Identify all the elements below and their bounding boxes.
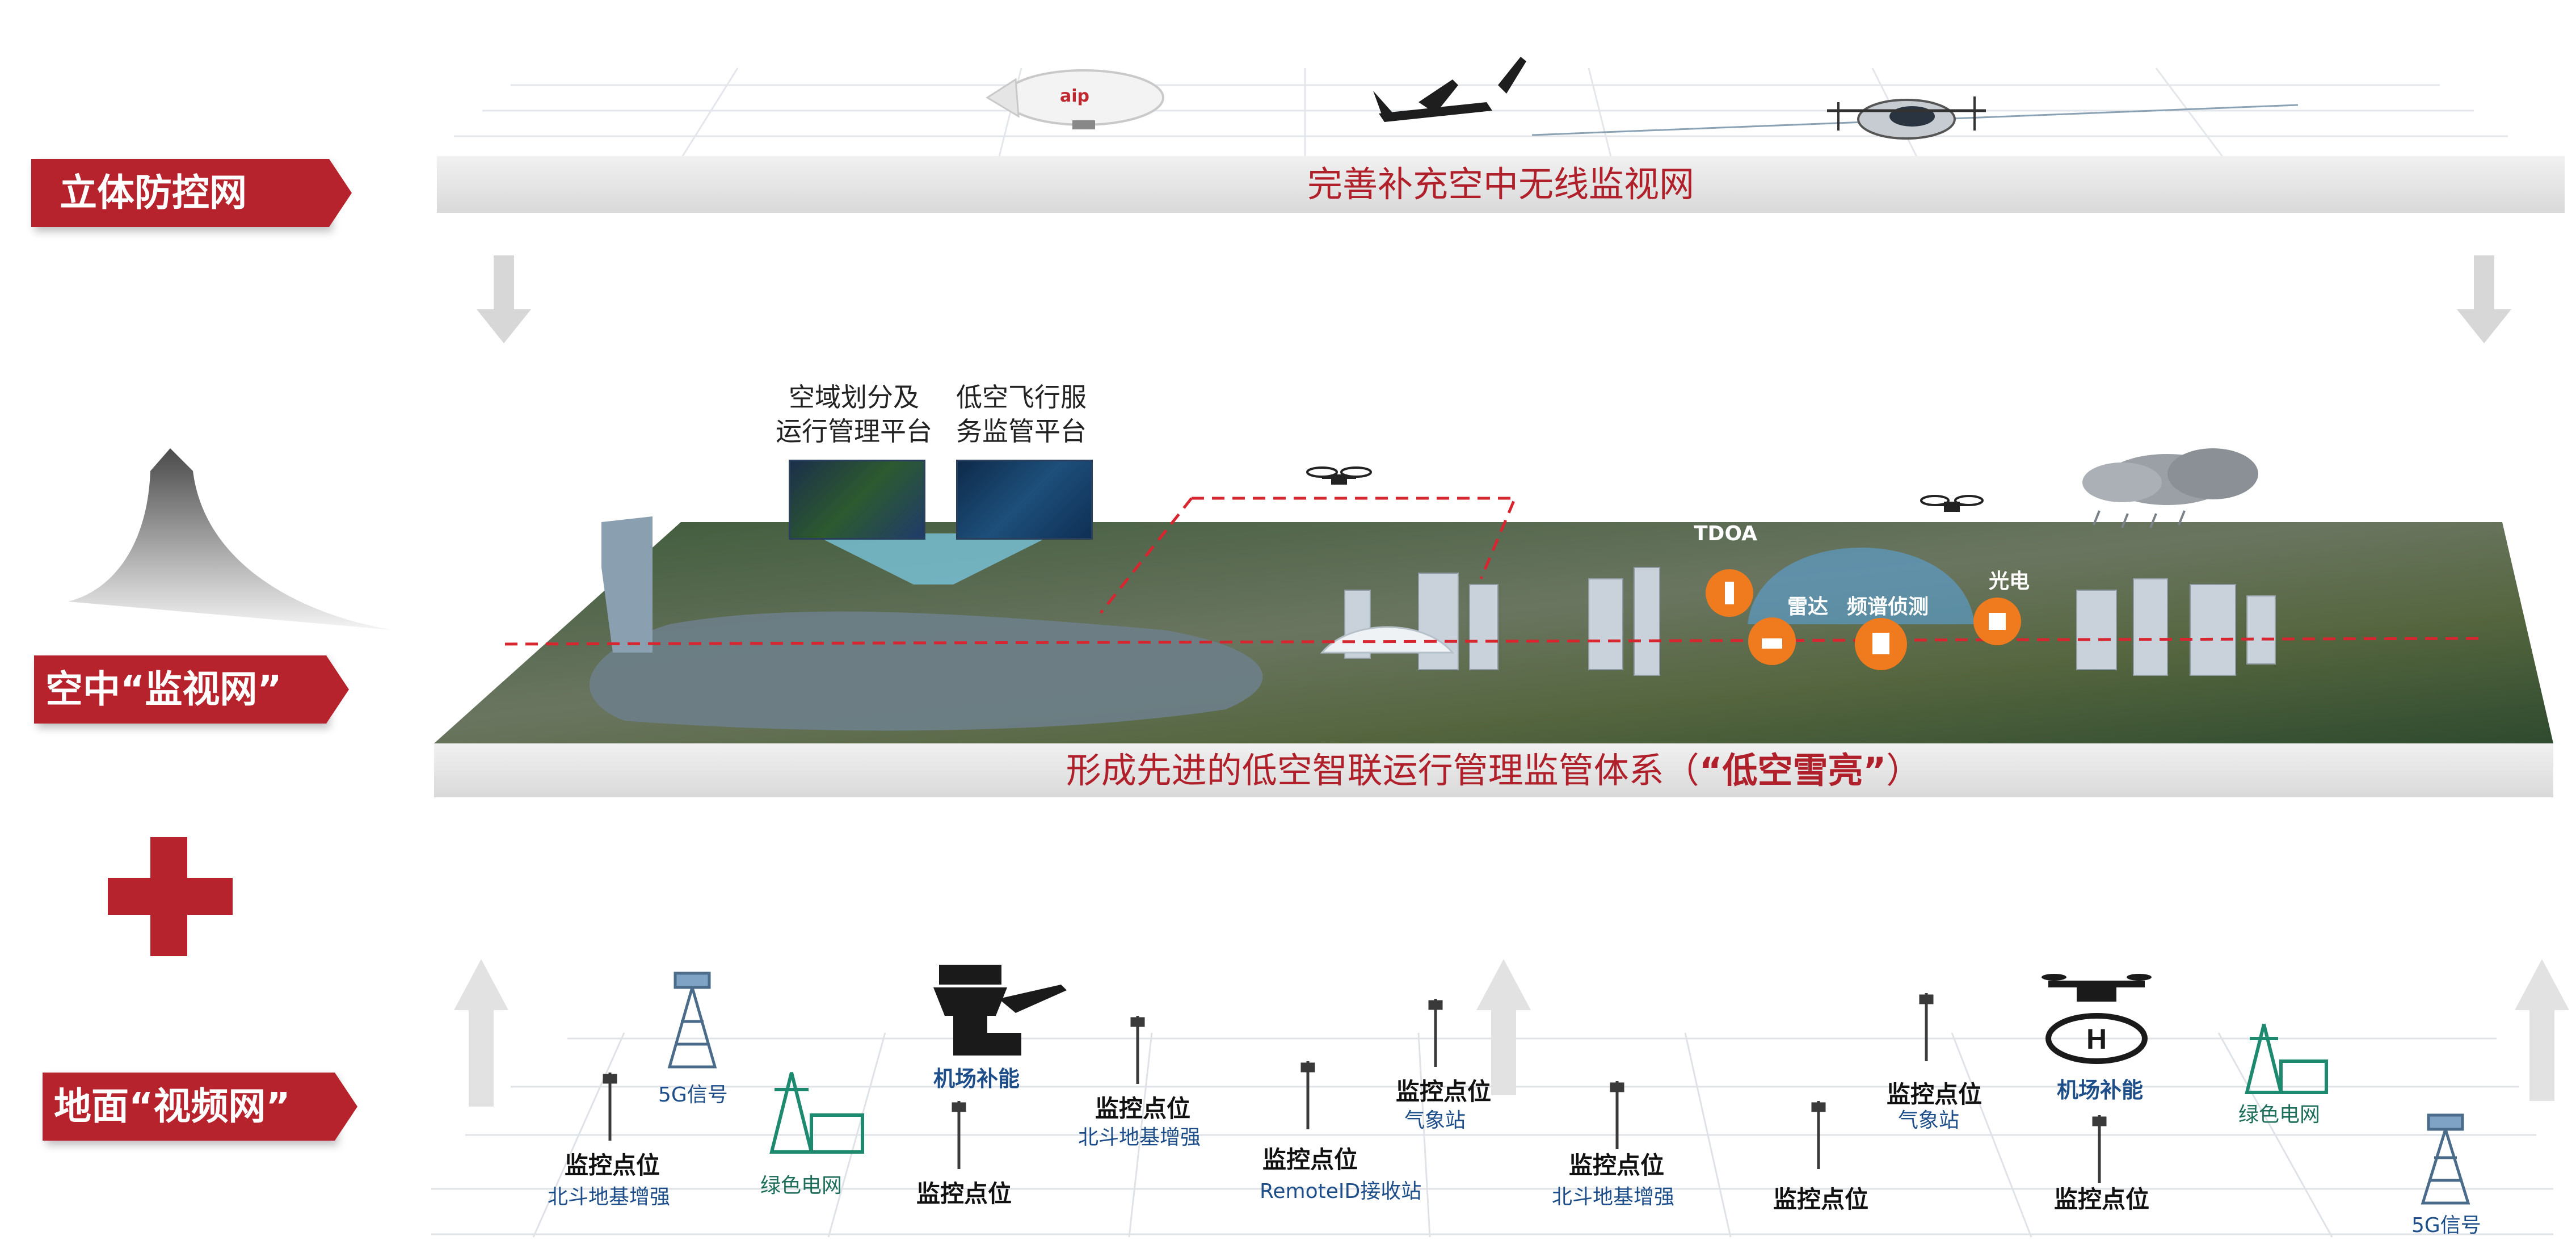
quadcopter-icon <box>1306 466 1372 485</box>
airship-logo: aip <box>1060 86 1090 106</box>
beidou-label-3: 北斗地基增强 <box>1552 1185 1675 1209</box>
monitor-label-9: 监控点位 <box>2054 1185 2150 1213</box>
label-green-grid-right: 绿色电网 <box>2238 1103 2321 1126</box>
platform-flight-line1: 低空飞行服 <box>956 382 1087 413</box>
tag-air-net: 立体防控网 <box>31 159 352 227</box>
power-grid-icon <box>2245 1024 2328 1094</box>
svg-text:H: H <box>2086 1023 2107 1055</box>
tag-ground-net-label: 地面“视频网” <box>54 1084 291 1128</box>
spectrum-label: 频谱侦测 <box>1847 595 1929 619</box>
drone-landing-icon: H <box>2042 974 2152 1064</box>
radar-label: 雷达 <box>1787 595 1829 619</box>
up-arrow-icon <box>2515 959 2569 1101</box>
tag-air-net-label: 立体防控网 <box>60 171 247 215</box>
down-arrow-right-icon <box>2457 255 2511 343</box>
evtol-icon <box>1531 96 2299 140</box>
middle-band: 形成先进的低空智联运行管理监管体系（“低空雪亮”） <box>434 743 2553 797</box>
monitor-label-4: 监控点位 <box>1262 1146 1358 1174</box>
monitor-label-3: 监控点位 <box>1095 1095 1191 1122</box>
middle-band-suffix: ） <box>1886 750 1922 791</box>
remoteid-label: RemoteID接收站 <box>1260 1180 1422 1203</box>
platform-airspace-line1: 空域划分及 <box>789 382 919 413</box>
monitor-label-5: 监控点位 <box>1396 1078 1492 1105</box>
tdoa-label: TDOA <box>1694 522 1757 545</box>
weather-label-1: 气象站 <box>1404 1109 1466 1132</box>
middle-band-highlight: “低空雪亮” <box>1699 750 1887 791</box>
tag-sky-net-label: 空中“监视网” <box>45 667 282 711</box>
up-arrow-icon <box>454 959 508 1107</box>
screen-flight-service <box>956 460 1093 540</box>
airport-tower-icon <box>933 965 1067 1056</box>
beidou-label-1: 北斗地基增强 <box>548 1185 671 1209</box>
tower-5g-icon <box>667 972 717 1069</box>
label-5g-left: 5G信号 <box>658 1083 728 1107</box>
quadcopter-icon <box>1920 495 1984 512</box>
weather-label-2: 气象站 <box>1898 1109 1960 1132</box>
label-green-grid-left: 绿色电网 <box>760 1174 843 1197</box>
tag-sky-net: 空中“监视网” <box>34 655 349 724</box>
monitor-label-1: 监控点位 <box>565 1151 660 1179</box>
platform-airspace-line2: 运行管理平台 <box>776 416 932 447</box>
top-grid <box>454 68 2508 159</box>
beidou-label-2: 北斗地基增强 <box>1078 1126 1201 1149</box>
up-arrow-icon <box>1476 959 1531 1095</box>
fixed-wing-drone-icon <box>1373 57 1526 122</box>
top-band-text: 完善补充空中无线监视网 <box>1307 163 1694 205</box>
sensor-markers <box>1706 569 2021 670</box>
tag-ground-net: 地面“视频网” <box>43 1073 357 1141</box>
upward-funnel-icon <box>68 448 392 630</box>
power-grid-icon <box>769 1072 864 1154</box>
monitor-label-7: 监控点位 <box>1773 1185 1869 1213</box>
label-5g-right: 5G信号 <box>2411 1214 2481 1237</box>
platform-flight-service: 低空飞行服 务监管平台 <box>948 380 1095 448</box>
label-airport-right: 机场补能 <box>2057 1078 2144 1103</box>
optical-label: 光电 <box>1989 570 2030 593</box>
down-arrow-left-icon <box>477 255 531 343</box>
airship-icon <box>986 69 1164 129</box>
monitor-label-6: 监控点位 <box>1569 1151 1665 1179</box>
platform-airspace: 空域划分及 运行管理平台 <box>769 380 939 448</box>
monitor-label-8: 监控点位 <box>1887 1080 1982 1108</box>
top-band: 完善补充空中无线监视网 <box>437 156 2565 213</box>
monitor-label-2: 监控点位 <box>916 1180 1012 1208</box>
platform-flight-line2: 务监管平台 <box>956 416 1087 447</box>
tower-5g-icon <box>2421 1113 2470 1205</box>
monitor-poles <box>603 993 2107 1183</box>
label-airport-left: 机场补能 <box>933 1066 1020 1091</box>
middle-band-text: 形成先进的低空智联运行管理监管体系（ <box>1066 750 1699 791</box>
screen-airspace <box>789 460 925 540</box>
rain-cloud-icon <box>2082 448 2258 528</box>
plus-icon <box>108 837 233 956</box>
